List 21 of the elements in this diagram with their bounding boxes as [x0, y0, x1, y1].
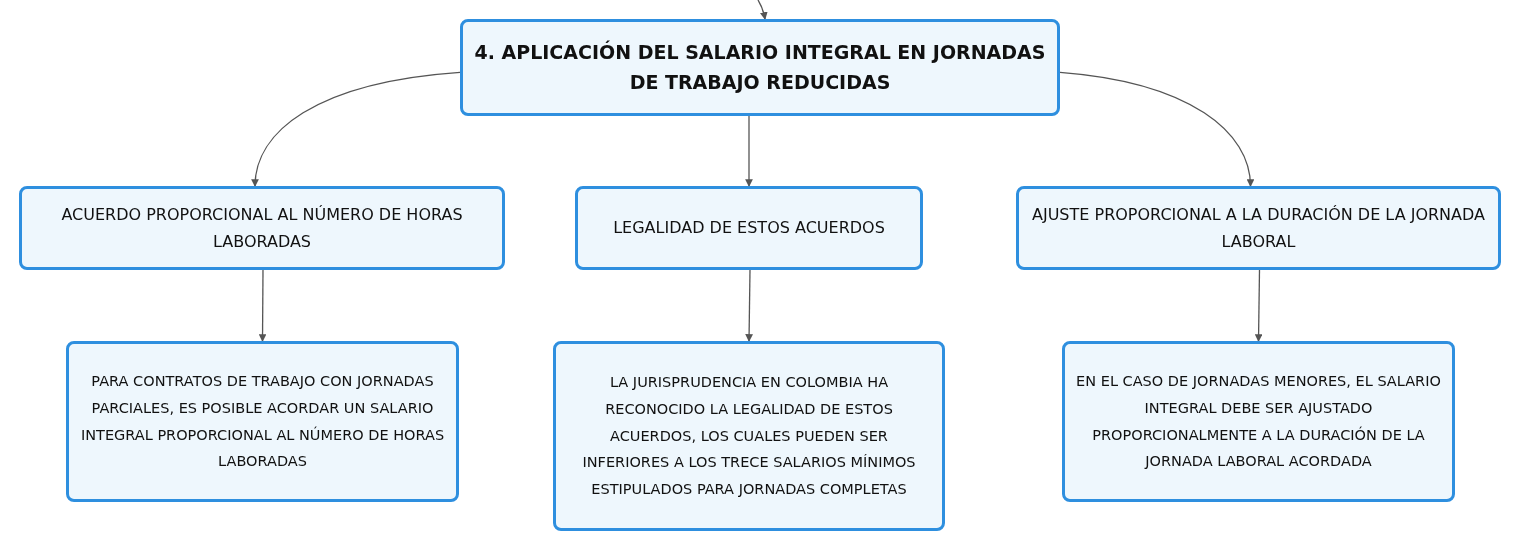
connector-arrow — [251, 71, 461, 187]
topic-text: PARA CONTRATOS DE TRABAJO CON JORNADAS PARCIALES, ES POSIBLE ACORDAR UN SALARIO INTEGRAL PROPORCIONAL AL NÚMERO DE HORAS LABORADAS — [79, 371, 446, 472]
subtopic-box — [1062, 341, 1455, 502]
topic-text: LEGALIDAD DE ESTOS ACUERDOS — [613, 217, 885, 240]
connector-arrow — [745, 115, 753, 187]
subtopic-box — [575, 186, 923, 270]
topic-text: ACUERDO PROPORCIONAL AL NÚMERO DE HORAS LABORADAS — [60, 203, 464, 253]
connector-arrow — [1059, 71, 1254, 187]
subtopic-box — [553, 341, 945, 531]
topic-text: EN EL CASO DE JORNADAS MENORES, EL SALARIO INTEGRAL DEBE SER AJUSTADO PROPORCIONALMENTE A LA DURACIÓN DE LA JORNADA LABORAL ACORDADA — [1075, 371, 1442, 472]
subtopic-box — [1016, 186, 1501, 270]
subtopic-box — [19, 186, 505, 270]
topic-box — [460, 19, 1060, 116]
subtopic-box — [66, 341, 459, 502]
connector-arrow — [745, 269, 753, 342]
connector-arrow — [1254, 269, 1263, 342]
topic-text: AJUSTE PROPORCIONAL A LA DURACIÓN DE LA JORNADA LABORAL — [1031, 203, 1486, 253]
connector-arrow — [757, 0, 768, 20]
topic-text: LA JURISPRUDENCIA EN COLOMBIA HA RECONOCIDO LA LEGALIDAD DE ESTOS ACUERDOS, LOS CUALES PUEDEN SER INFERIORES A LOS TRECE SALARIOS MÍNIMOS ESTIPULADOS PARA JORNADAS COMPLETAS — [581, 372, 917, 500]
topic-title: 4. APLICACIÓN DEL SALARIO INTEGRAL EN JORNADAS DE TRABAJO REDUCIDAS — [473, 39, 1047, 95]
connector-arrow — [258, 269, 267, 342]
